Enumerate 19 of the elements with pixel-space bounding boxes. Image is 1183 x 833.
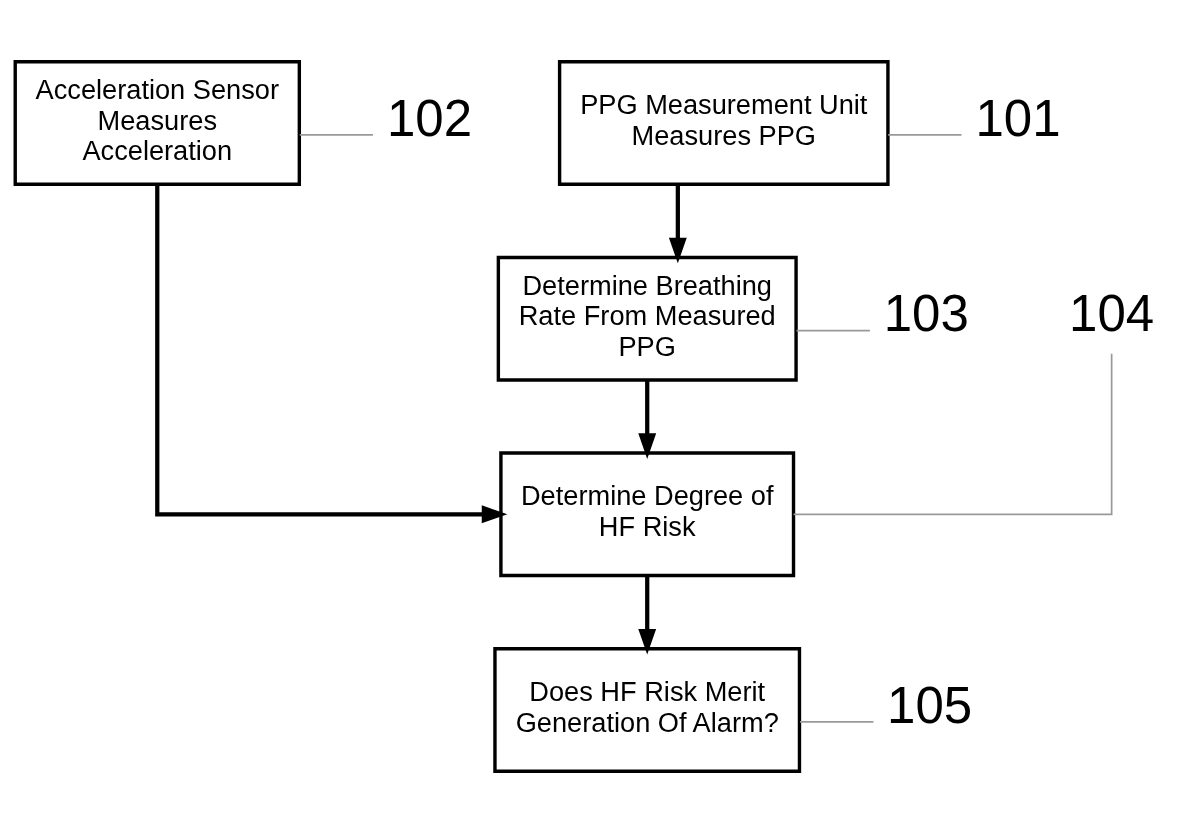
node-text: 102	[386, 89, 473, 147]
node-text: 101	[975, 89, 1061, 147]
arrow	[638, 380, 657, 459]
node-box: PPG Measurement Unit Measures PPG	[557, 60, 890, 186]
connector	[795, 329, 871, 332]
arrow	[155, 184, 508, 524]
node-text: 103	[883, 285, 969, 343]
connector	[799, 721, 875, 723]
node-text: 105	[887, 676, 973, 734]
arrow	[668, 184, 687, 264]
connector	[887, 134, 963, 136]
connector	[298, 134, 374, 136]
node-box: Determine Breathing Rate From Measured PPG	[496, 255, 798, 382]
node-box: Does HF Risk Merit Generation Of Alarm?	[493, 647, 802, 773]
connector	[792, 352, 1113, 516]
node-box: Acceleration Sensor Measures Acceleration	[13, 60, 301, 186]
node-text: 104	[1069, 285, 1155, 343]
arrow	[638, 575, 657, 655]
node-box: Determine Degree of HF Risk	[499, 451, 796, 578]
